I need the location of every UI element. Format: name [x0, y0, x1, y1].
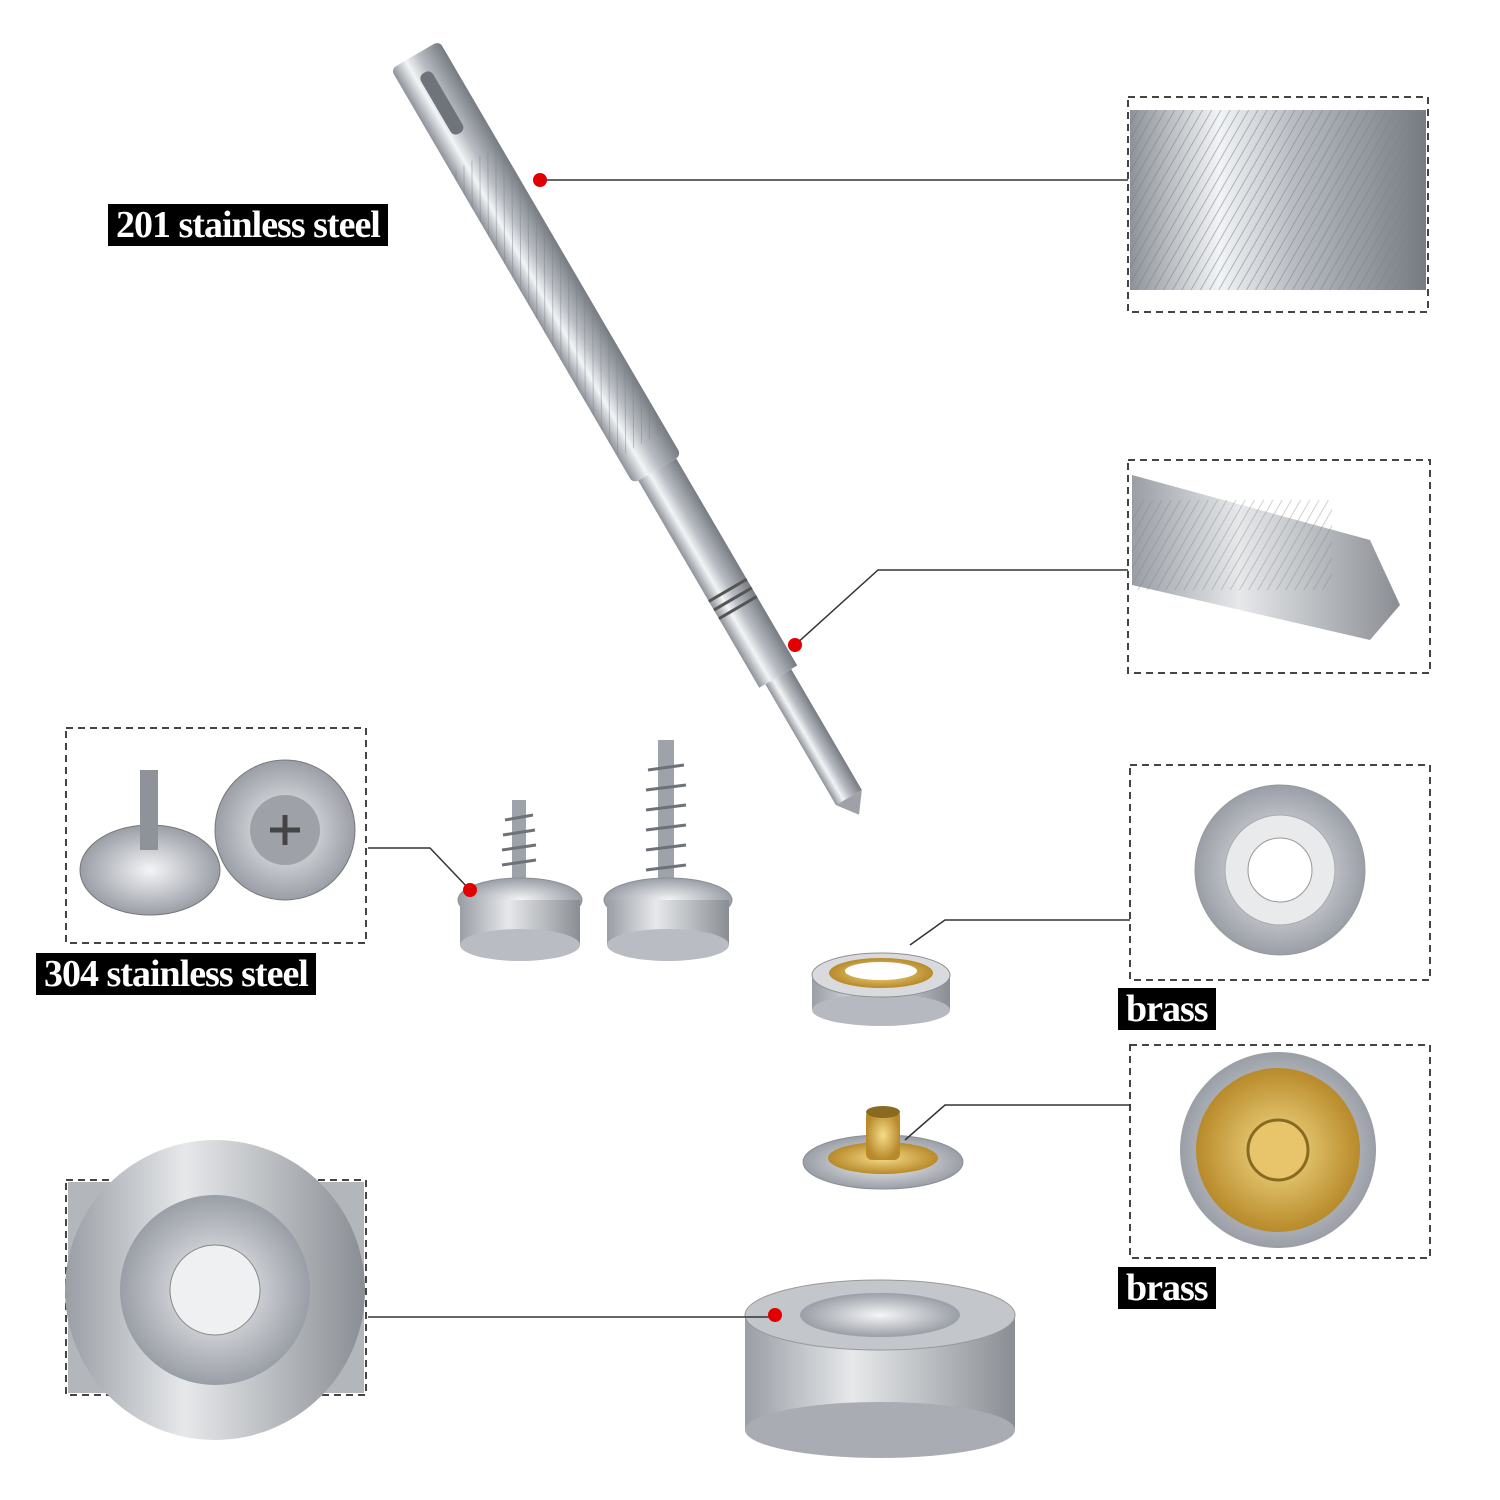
screw-small: [457, 800, 583, 961]
leader-lines: [368, 179, 1130, 1318]
detail-socket-image: [1194, 784, 1366, 956]
label-screw-material: 304 stainless steel: [36, 953, 316, 995]
detail-box-tip: [1127, 459, 1431, 674]
label-tool-material: 201 stainless steel: [108, 204, 388, 246]
detail-box-socket: [1129, 764, 1431, 981]
detail-box-knurl: [1127, 96, 1429, 313]
stud-part: [802, 1106, 964, 1190]
eyelet-part: [744, 1279, 1016, 1458]
detail-stud-image: [1180, 1052, 1376, 1248]
detail-tip-image: [1132, 475, 1400, 640]
label-stud-material: brass: [1118, 1267, 1216, 1309]
detail-box-screws: [65, 727, 367, 944]
marker-dot: [768, 1308, 782, 1322]
detail-box-stud: [1129, 1044, 1431, 1259]
screw-large: [603, 740, 733, 961]
detail-eyelet-image: [65, 1140, 365, 1440]
setting-tool: [393, 43, 862, 815]
marker-dot: [788, 638, 802, 652]
marker-dot: [533, 173, 547, 187]
marker-dot: [463, 883, 477, 897]
detail-knurl-image: [1130, 110, 1426, 290]
detail-screws-image: [79, 759, 356, 916]
socket-part: [811, 952, 951, 1026]
label-socket-material: brass: [1118, 988, 1216, 1030]
